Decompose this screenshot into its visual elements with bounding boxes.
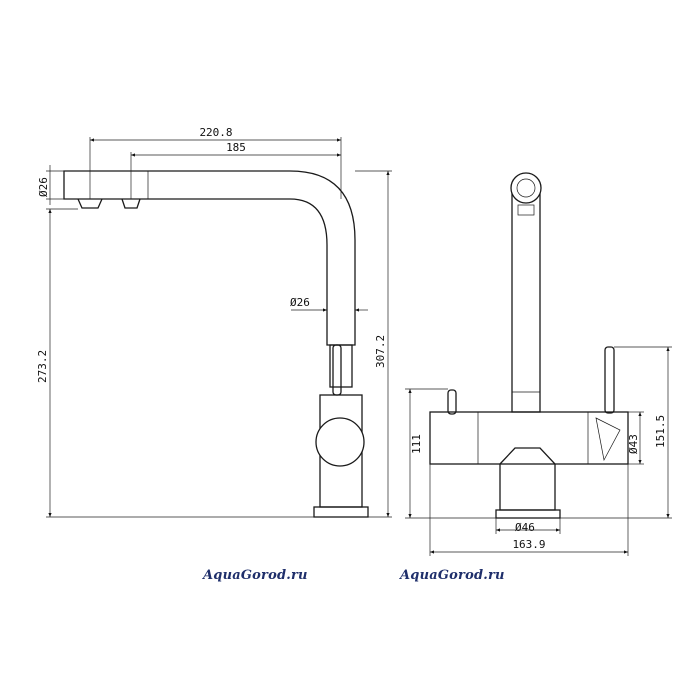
watermark-left: AquaGorod.ru	[203, 568, 308, 583]
dim-spout-reach: 185	[226, 141, 246, 154]
front-body	[429, 411, 629, 465]
dim-total-reach: 220.8	[199, 126, 232, 139]
dim-spout-diameter-mid: Ø26	[290, 296, 310, 309]
front-view: 111 151.5 Ø43 Ø46 163.9	[405, 172, 672, 556]
front-spout-tube	[511, 191, 541, 413]
spray-nozzle-front	[77, 198, 103, 209]
front-stem	[499, 447, 556, 511]
dim-body-width: 163.9	[512, 538, 545, 551]
watermark-right: AquaGorod.ru	[400, 568, 505, 583]
spout-outline	[63, 170, 356, 346]
dim-height-top: 307.2	[374, 335, 387, 368]
diameter-symbol: Ø	[37, 190, 50, 197]
dim-body-height: 111	[410, 434, 423, 454]
dim-spout-diameter-top: Ø26	[37, 177, 50, 197]
handle-circle	[315, 417, 365, 467]
side-view: 220.8 185 Ø26 Ø26 307.2 273.2	[36, 126, 392, 518]
dim-height-spout: 273.2	[36, 350, 49, 383]
faucet-base	[313, 506, 369, 518]
front-left-lever	[447, 389, 457, 415]
dim-handle-height: 151.5	[654, 415, 667, 448]
dim-base-diameter: Ø46	[515, 521, 535, 534]
front-right-lever	[604, 346, 615, 414]
front-base	[495, 509, 561, 519]
front-spout-head	[510, 172, 542, 204]
dim-handle-diameter: Ø43	[627, 434, 640, 454]
spray-nozzle-rear	[121, 198, 141, 209]
